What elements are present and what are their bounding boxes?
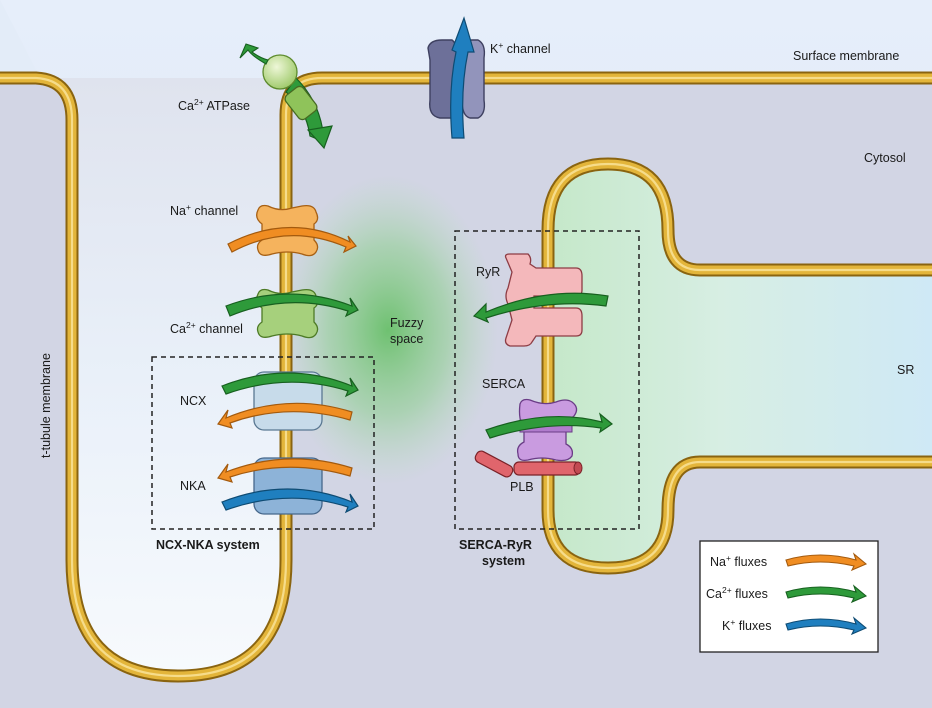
na-channel-label: Na+ channel (170, 202, 238, 218)
svg-text:Ca2+ fluxes: Ca2+ fluxes (706, 585, 768, 601)
plb-label: PLB (510, 480, 534, 494)
sr-lumen (548, 164, 932, 568)
k-flux-arrow-icon (785, 616, 868, 636)
fuzzy-space-label-2: space (390, 332, 423, 346)
sr-label: SR (897, 363, 914, 377)
nka-label: NKA (180, 479, 206, 493)
surface-membrane-label: Surface membrane (793, 49, 899, 63)
serca-ryr-system-label-2: system (482, 554, 525, 568)
t-tubule-lumen (0, 78, 286, 676)
ncx-icon (217, 371, 359, 431)
serca-ryr-system-label-1: SERCA-RyR (459, 538, 532, 552)
t-tubule-label: t-tubule membrane (39, 353, 53, 458)
svg-text:K+ fluxes: K+ fluxes (722, 617, 771, 633)
k-channel-label: K+ channel (490, 40, 551, 56)
ca-channel-label: Ca2+ channel (170, 320, 243, 336)
cytosol-label: Cytosol (864, 151, 906, 165)
svg-text:Na+ fluxes: Na+ fluxes (710, 553, 767, 569)
na-channel-icon (227, 204, 357, 257)
ncx-nka-system-box (151, 356, 375, 530)
ncx-label: NCX (180, 394, 207, 408)
na-flux-arrow-icon (785, 552, 868, 572)
ncx-nka-system-label: NCX-NKA system (156, 538, 260, 552)
nka-icon (217, 457, 359, 515)
ryr-icon (472, 253, 609, 347)
legend-item-k: K+ fluxes (722, 616, 868, 636)
ca-atpase-icon (239, 43, 333, 150)
ca-flux-arrow-icon (785, 584, 868, 604)
serca-icon (485, 398, 614, 462)
serca-ryr-system-box (454, 230, 640, 530)
plb-icon (474, 450, 583, 478)
serca-label: SERCA (482, 377, 526, 391)
ca-atpase-label: Ca2+ ATPase (178, 97, 250, 113)
fuzzy-space-label-1: Fuzzy (390, 316, 424, 330)
surface-membrane (0, 71, 932, 683)
legend-item-ca: Ca2+ fluxes (706, 584, 868, 604)
ryr-label: RyR (476, 265, 500, 279)
legend: Na+ fluxes Ca2+ fluxes K+ fluxes (699, 540, 879, 653)
k-channel-icon (427, 16, 486, 139)
extracellular-corner (0, 0, 72, 120)
legend-item-na: Na+ fluxes (710, 552, 868, 572)
ca-channel-icon (225, 288, 359, 339)
sr-membrane (541, 157, 932, 575)
